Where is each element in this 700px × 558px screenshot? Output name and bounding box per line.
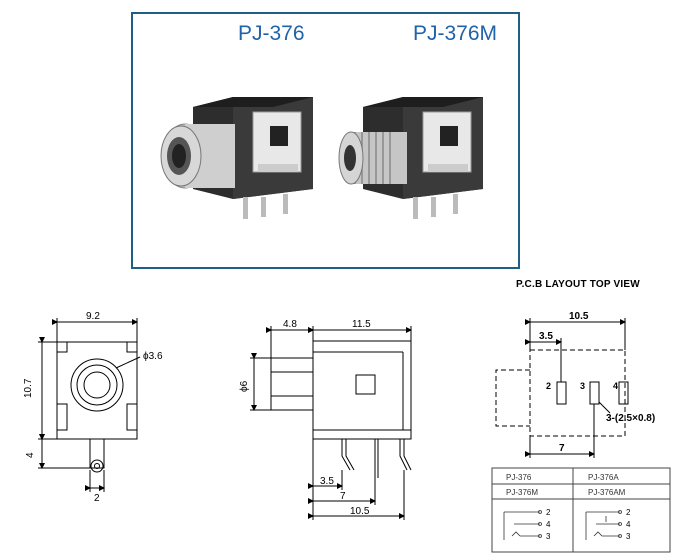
front-pin-length-label: 4 xyxy=(25,452,36,458)
pcb-pin-label: 4 xyxy=(613,381,618,391)
pj376m-photo xyxy=(338,97,483,219)
pcb-total-label: 10.5 xyxy=(569,311,589,322)
table-cell: PJ-376A xyxy=(588,473,619,482)
schematic-pin-label: 4 xyxy=(546,520,551,529)
pcb-pin-label: 3 xyxy=(580,381,585,391)
front-view xyxy=(38,318,141,492)
schematic-right xyxy=(585,510,622,540)
pcb-second-label: 7 xyxy=(559,443,565,454)
front-pin-width-label: 2 xyxy=(94,493,100,504)
front-width-label: 9.2 xyxy=(86,311,100,322)
front-hole-label: ϕ3.6 xyxy=(143,351,163,362)
side-nose-dia-label: ϕ6 xyxy=(239,380,250,392)
pcb-hole-note: 3-(2.5×0.8) xyxy=(606,413,655,424)
pj376-photo xyxy=(160,97,313,219)
product-photo-frame xyxy=(131,12,520,269)
schematic-pin-label: 2 xyxy=(546,508,551,517)
pcb-pin-label: 2 xyxy=(546,381,551,391)
schematic-pin-label: 4 xyxy=(626,520,631,529)
pcb-layout xyxy=(495,318,629,458)
table-cell: PJ-376AM xyxy=(588,488,626,497)
side-view xyxy=(250,326,412,520)
model-table xyxy=(491,467,671,553)
front-height-label: 10.7 xyxy=(23,378,34,398)
side-body-length-label: 11.5 xyxy=(352,319,371,330)
pcb-layout-caption: P.C.B LAYOUT TOP VIEW xyxy=(516,279,640,290)
right-model-title: PJ-376M xyxy=(413,22,498,45)
pcb-first-label: 3.5 xyxy=(539,331,553,342)
schematic-pin-label: 3 xyxy=(626,532,631,541)
schematic-pin-label: 3 xyxy=(546,532,551,541)
side-nose-length-label: 4.8 xyxy=(283,319,297,330)
product-photo xyxy=(160,97,483,219)
table-cell: PJ-376 xyxy=(506,473,532,482)
left-model-title: PJ-376 xyxy=(238,22,305,45)
table-cell: PJ-376M xyxy=(506,488,538,497)
schematic-pin-label: 2 xyxy=(626,508,631,517)
side-pin-a-label: 3.5 xyxy=(320,476,334,487)
side-pin-b-label: 7 xyxy=(340,491,346,502)
schematic-left xyxy=(503,510,542,540)
side-pin-c-label: 10.5 xyxy=(350,506,370,517)
